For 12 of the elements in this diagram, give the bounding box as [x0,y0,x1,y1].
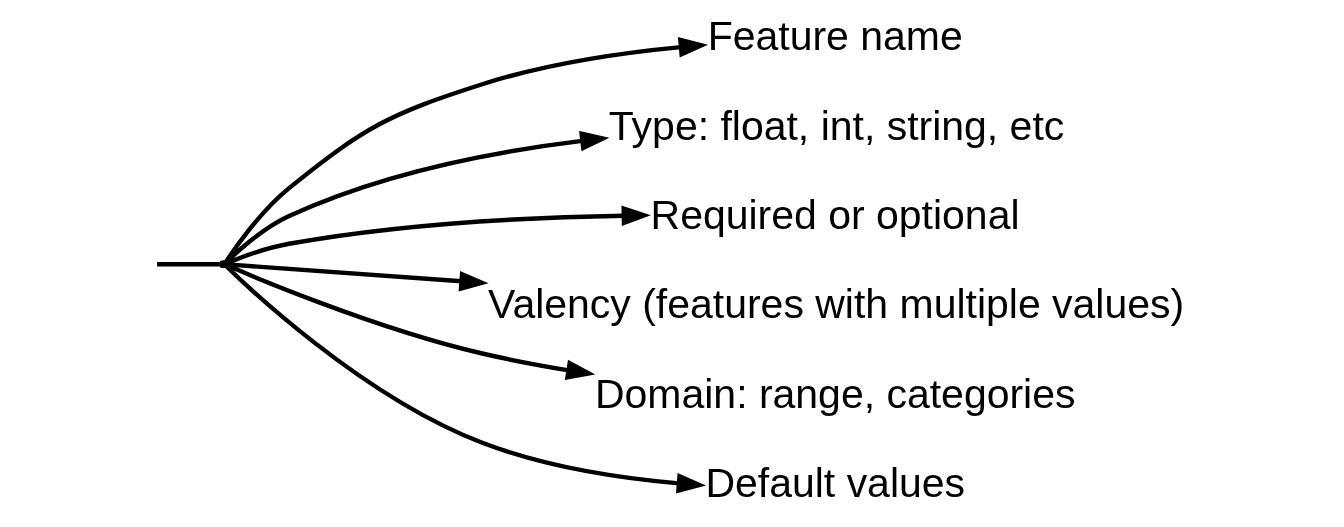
arrow [225,262,489,292]
arrow [223,264,706,494]
node-point [218,260,227,269]
node-text: Type: float, int, string, etc [608,102,1064,149]
node-text: Default values [704,459,965,506]
arrow [223,37,708,264]
arrow [225,263,595,381]
connector [156,262,219,267]
node-text: Valency (features with multiple values) [487,281,1184,328]
node-text: Feature name [707,13,963,60]
node-text: Domain: range, categories [594,370,1075,417]
node-text: Required or optional [650,191,1020,238]
